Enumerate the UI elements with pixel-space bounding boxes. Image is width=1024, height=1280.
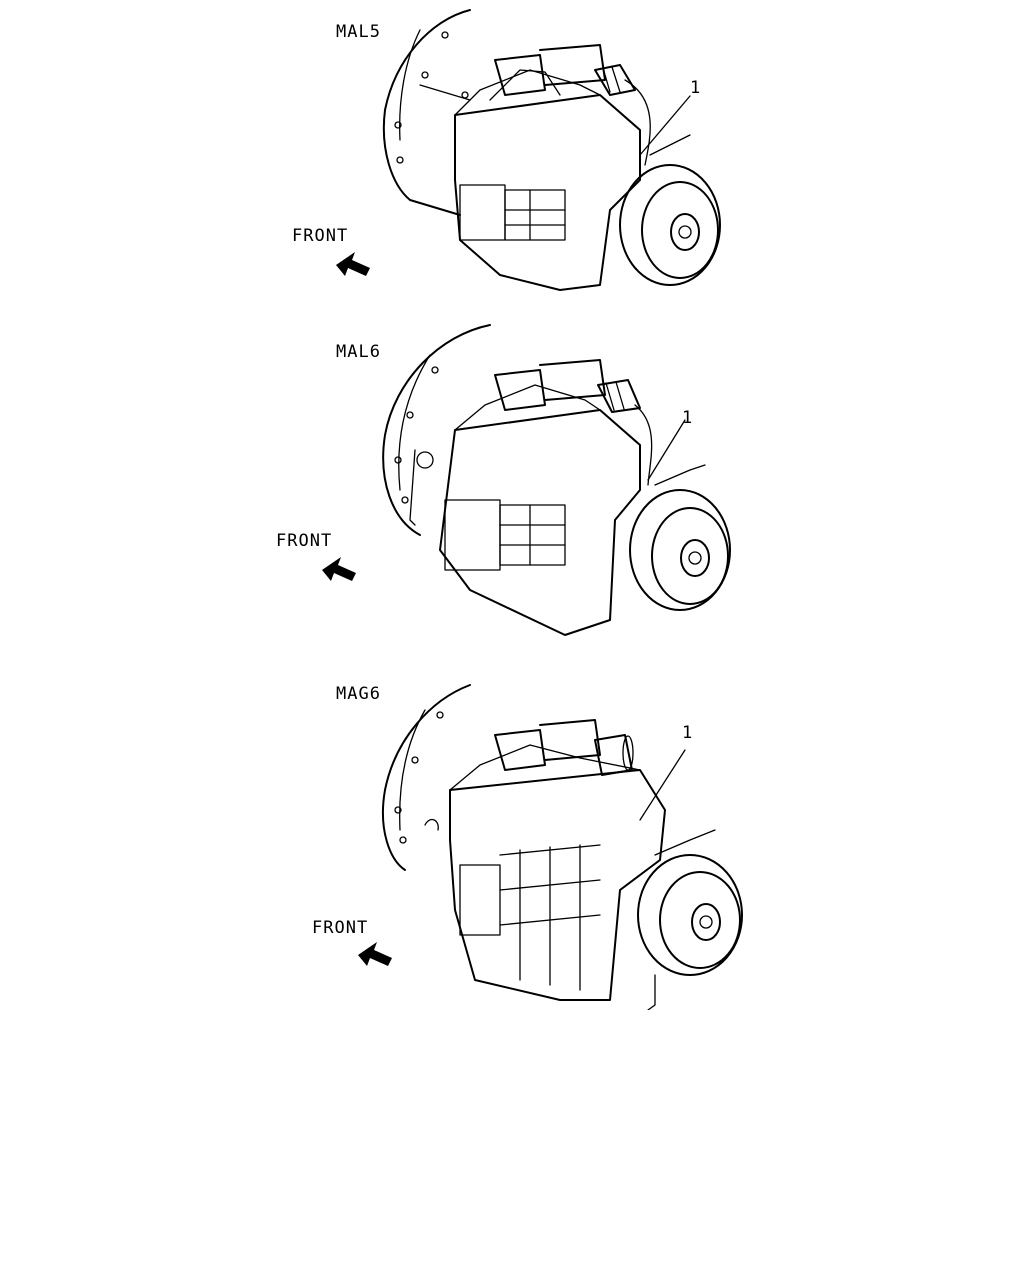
model-label: MAG6 [336,684,381,704]
front-direction-arrow-icon [358,942,392,966]
front-direction-arrow-icon [336,252,370,276]
model-label: MAL6 [336,342,381,362]
transmission-assembly-icon [358,684,743,1010]
callout-number: 1 [682,408,694,428]
front-label: FRONT [292,226,349,246]
front-direction-arrow-icon [322,557,356,581]
transmission-assembly-icon [336,9,721,291]
model-label: MAL5 [336,22,381,42]
figure-mal6: MAL6 FRONT 1 [0,320,1024,650]
front-label: FRONT [312,918,369,938]
front-label: FRONT [276,531,333,551]
callout-number: 1 [682,723,694,743]
callout-number: 1 [690,78,702,98]
figure-mag6: MAG6 FRONT 1 [0,680,1024,1010]
figure-mal5: MAL5 FRONT 1 [0,0,1024,330]
transmission-assembly-icon [322,324,731,636]
